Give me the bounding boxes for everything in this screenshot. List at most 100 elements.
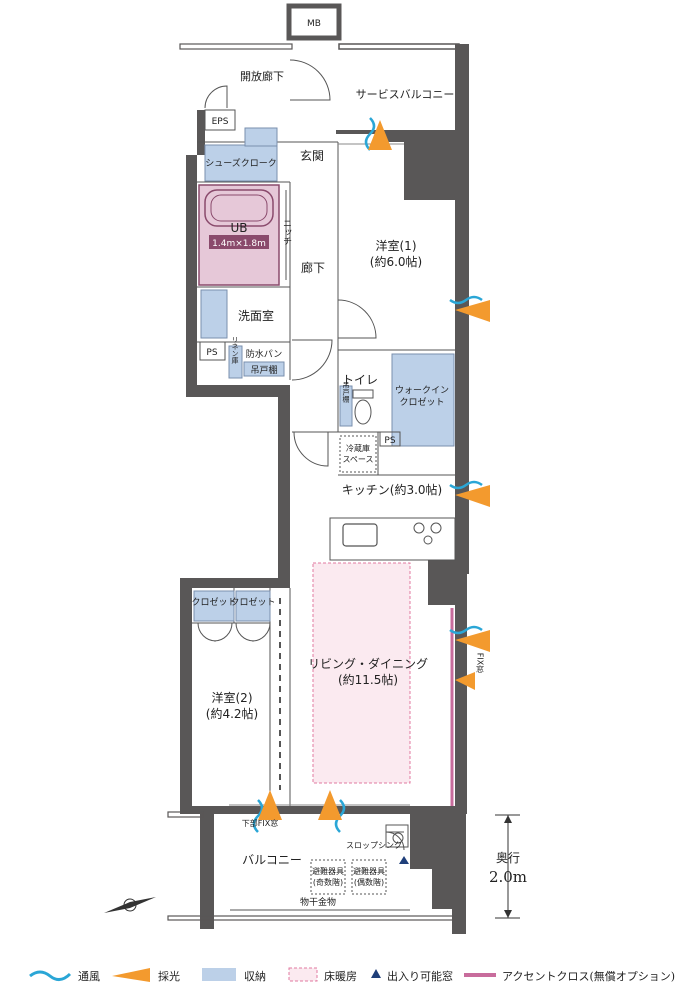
- ub-size-label: 1.4m×1.8m: [212, 239, 266, 249]
- western1-size: (約6.0帖): [370, 254, 422, 269]
- closet-b-label: クロゼット: [230, 596, 275, 608]
- hanging-shelf2-label: 吊戸棚: [342, 382, 350, 404]
- kitchen-wall-right: [428, 560, 458, 605]
- service-balcony-label: サービスバルコニー: [356, 88, 455, 101]
- walls: [167, 3, 469, 934]
- daylight-markers: [258, 120, 490, 820]
- fix-window-label: FIX窓: [476, 653, 485, 673]
- light-icon: [258, 790, 282, 820]
- legend-accessible-window-icon: [371, 969, 381, 978]
- ps1-box: [199, 341, 226, 361]
- light-icon: [455, 300, 490, 322]
- linen-area: [228, 345, 243, 379]
- wind-icon: [252, 799, 264, 833]
- legend-floor-heating-label: 床暖房: [324, 969, 357, 983]
- evac-1-label-a: 避難器具: [312, 866, 344, 876]
- legend-daylight-icon: [112, 968, 150, 982]
- legend-storage-label: 収納: [244, 970, 266, 983]
- hanging-shelf-area: [243, 361, 285, 377]
- hallway-label: 廊下: [301, 260, 325, 275]
- balcony-rail-bottom: [167, 915, 454, 921]
- light-icon: [455, 672, 475, 690]
- service-balcony-rail: [338, 43, 460, 50]
- niche-label: ニッチ: [281, 219, 292, 246]
- toilet-label: トイレ: [342, 373, 378, 387]
- slop-sink-label: スロップシンク: [346, 841, 402, 850]
- toilet-fixture: [352, 389, 374, 425]
- stove-burner-3: [423, 535, 433, 545]
- wind-icon: [449, 295, 483, 305]
- legend-floor-heating-icon: [288, 967, 318, 982]
- closet-a-label: クロゼット: [191, 596, 236, 608]
- evac-2-label-b: (偶数階): [354, 877, 384, 887]
- floor-heating-area: [312, 562, 411, 784]
- lower-fix-window-label: 下部FIX窓: [242, 818, 278, 828]
- evac-hatch-2: [351, 859, 387, 895]
- legend-ventilation-icon: [29, 970, 72, 981]
- walkin-closet-label-1: ウォークイン: [395, 385, 449, 396]
- eps-label: EPS: [212, 117, 229, 127]
- hanging-shelf1-label: 吊戸棚: [250, 364, 277, 376]
- legend: 通風 採光 収納 床暖房 出入り可能窓 アクセントクロス(無償オプション): [29, 967, 675, 983]
- evac-1-label-b: (奇数階): [313, 877, 343, 887]
- closet-a-area: [193, 590, 235, 622]
- legend-accessible-window-label: 出入り可能窓: [387, 969, 453, 983]
- wind-icon: [364, 117, 376, 151]
- bathroom: [198, 184, 280, 286]
- mb-box: [286, 3, 342, 41]
- balcony-label: バルコニー: [242, 853, 302, 867]
- open-corridor-label: 開放廊下: [240, 69, 284, 83]
- ps2-box: [379, 431, 401, 447]
- legend-daylight-label: 採光: [158, 969, 180, 983]
- left-wall-upper: [186, 155, 197, 385]
- legend-ventilation-label: 通風: [78, 970, 100, 983]
- legend-storage-icon: [202, 968, 236, 981]
- shoes-closet-area: [204, 144, 278, 182]
- stove-burner-1: [413, 522, 425, 534]
- stove-burner-2: [430, 522, 442, 534]
- light-icon: [455, 485, 490, 507]
- washroom-vanity: [200, 289, 228, 339]
- light-icon: [318, 790, 342, 820]
- dimension-value: 2.0m: [489, 868, 527, 886]
- walkin-closet-label-2: クロゼット: [399, 396, 444, 408]
- storage-areas: [193, 127, 455, 622]
- ub-size-badge: [209, 235, 269, 249]
- shoes-closet-area-upper: [244, 127, 278, 147]
- compass-icon: [104, 897, 156, 913]
- western2-left-wall: [180, 578, 192, 813]
- hanging-shelf-area-2: [339, 385, 353, 427]
- wind-icon: [449, 625, 483, 635]
- eps-box: [204, 109, 236, 131]
- dimension-marker: [495, 814, 520, 919]
- service-block: [404, 130, 459, 200]
- ub-label: UB: [230, 221, 247, 235]
- ventilation-markers: [252, 117, 483, 833]
- linen-label: リネン庫: [231, 336, 239, 365]
- slop-sink-fixture: [385, 824, 409, 848]
- bathtub: [204, 189, 274, 227]
- dimension-label: 奥行: [496, 851, 520, 865]
- western2-name: 洋室(2): [212, 690, 253, 705]
- light-icon: [455, 630, 490, 652]
- ps2-label: PS: [384, 436, 395, 446]
- walkin-closet-area: [391, 353, 455, 447]
- outer-wall-right-lower: [455, 574, 467, 814]
- wind-icon: [449, 480, 483, 490]
- mb-label: MB: [307, 19, 321, 29]
- washroom-label: 洗面室: [238, 308, 274, 323]
- kitchen-label: キッチン(約3.0帖): [342, 482, 442, 497]
- balcony-bottom-right: [432, 869, 457, 909]
- accessible-window-marker: [399, 856, 409, 864]
- left-step-horizontal: [186, 385, 290, 397]
- evac-hatch-1: [310, 859, 346, 895]
- legend-accent-cloth-label: アクセントクロス(無償オプション): [502, 969, 675, 983]
- eps-wall: [197, 110, 205, 155]
- fridge-space: [339, 435, 377, 473]
- shoes-closet-label: シューズクローク: [205, 157, 277, 169]
- bottom-wall: [180, 806, 460, 814]
- waterproof-pan-label: 防水パン: [246, 348, 282, 360]
- western2-size: (約4.2帖): [206, 706, 258, 721]
- light-icon: [368, 120, 392, 150]
